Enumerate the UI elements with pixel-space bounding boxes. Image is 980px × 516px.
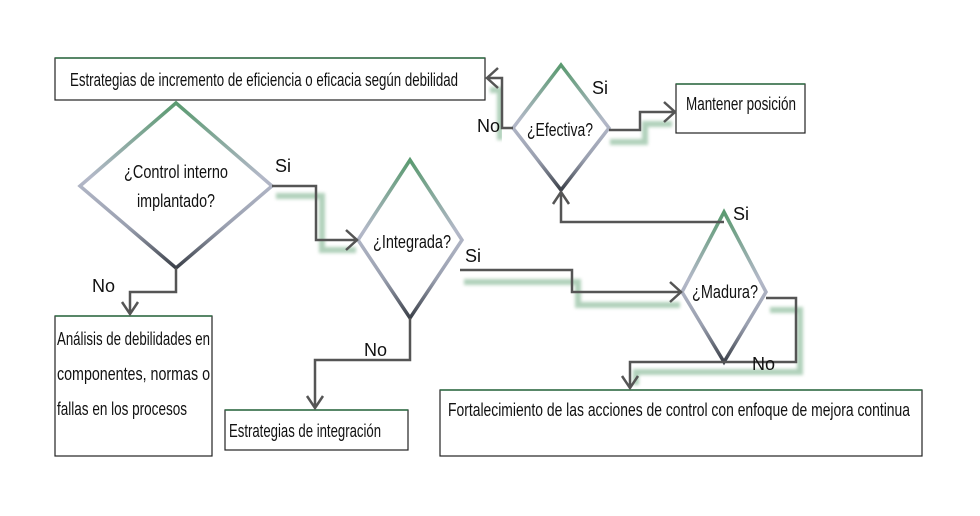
arrow-effective-yes xyxy=(609,101,677,132)
label-yes: Si xyxy=(592,78,608,98)
label-yes: Si xyxy=(465,246,481,266)
box-text: Estrategias de integración xyxy=(229,421,381,441)
box-text-line: fallas en los procesos xyxy=(57,399,187,419)
box-text: Fortalecimiento de las acciones de contr… xyxy=(448,400,911,420)
box-strategies-efficiency: Estrategias de incremento de eficiencia … xyxy=(54,57,486,101)
box-weakness-analysis: Análisis de debilidades en componentes, … xyxy=(54,315,213,457)
arrow-integrated-no xyxy=(305,318,412,411)
decision-text-line: ¿Control interno xyxy=(124,162,228,182)
label-no: No xyxy=(92,276,115,296)
arrow-control-yes xyxy=(272,184,359,251)
box-text: Estrategias de incremento de eficiencia … xyxy=(70,70,458,90)
arrow-mature-yes xyxy=(551,189,724,224)
decision-text-line: implantado? xyxy=(137,191,215,211)
arrow-mature-no xyxy=(620,296,798,391)
label-yes: Si xyxy=(275,156,291,176)
arrow-effective-no xyxy=(485,67,513,130)
arrow-control-no xyxy=(120,268,178,317)
decision-text: ¿Madura? xyxy=(692,282,758,302)
box-text: Mantener posición xyxy=(686,94,796,114)
connectors xyxy=(120,67,798,411)
box-text-line: componentes, normas o xyxy=(57,364,210,384)
connector-shadows xyxy=(131,87,803,385)
box-text-line: Análisis de debilidades en xyxy=(57,329,210,349)
decision-internal-control: ¿Control interno implantado? xyxy=(77,100,275,271)
box-integration-strategies: Estrategias de integración xyxy=(224,409,409,451)
label-no: No xyxy=(364,340,387,360)
arrow-integrated-yes xyxy=(460,268,683,303)
label-no: No xyxy=(477,116,500,136)
label-no: No xyxy=(752,354,775,374)
box-maintain-position: Mantener posición xyxy=(675,83,806,134)
decision-text: ¿Efectiva? xyxy=(527,120,593,140)
box-strengthening: Fortalecimiento de las acciones de contr… xyxy=(439,389,923,457)
label-yes: Si xyxy=(733,204,749,224)
decision-integrated: ¿Integrada? xyxy=(355,156,465,322)
decision-text: ¿Integrada? xyxy=(373,232,451,252)
